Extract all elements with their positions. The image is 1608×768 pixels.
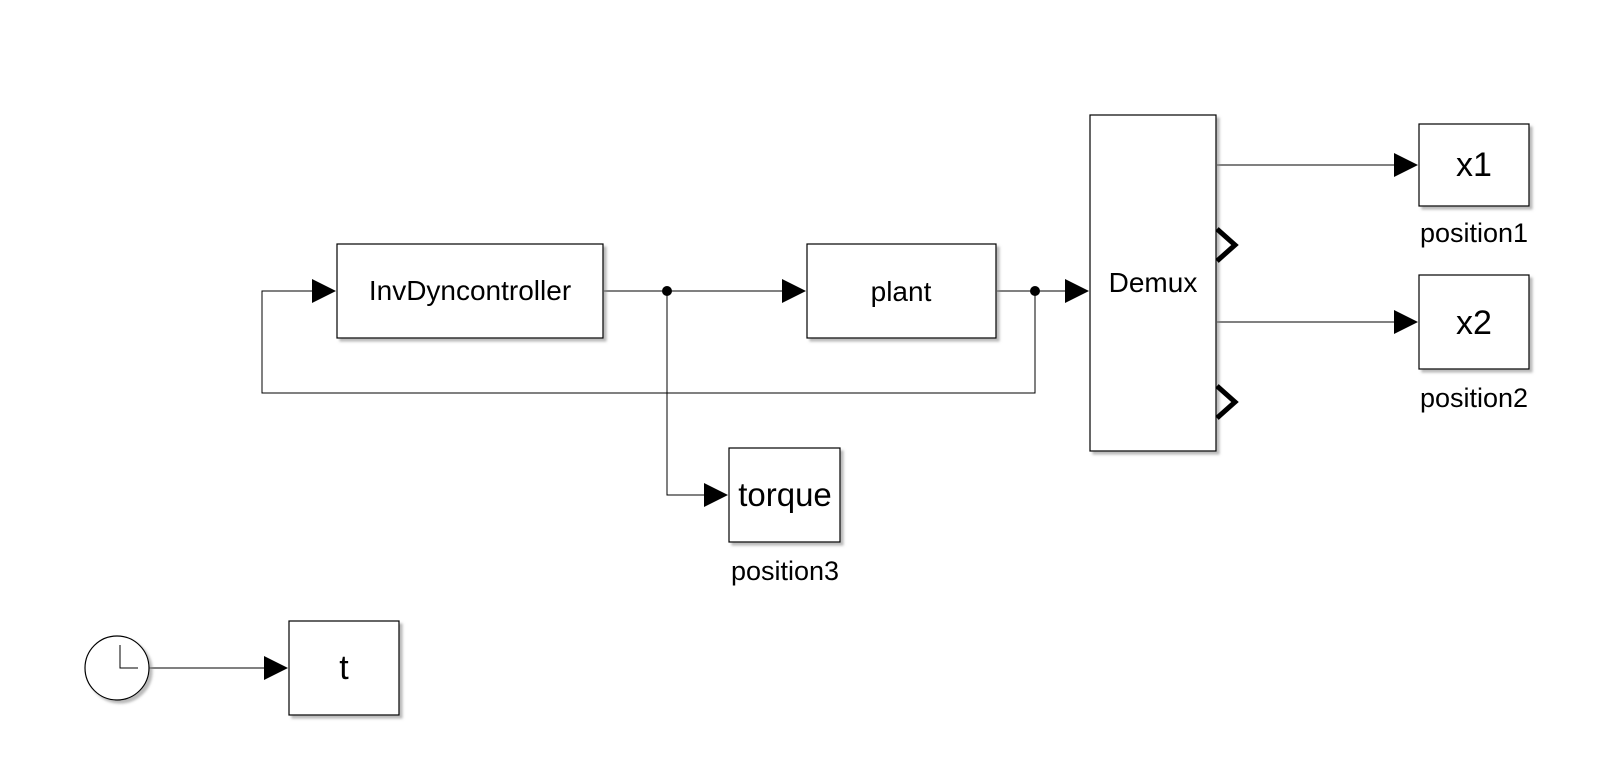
signal-branch-to-torque[interactable]: [666, 291, 706, 496]
x1-scope-block[interactable]: x1: [1418, 123, 1530, 207]
arrowhead: [1394, 153, 1418, 177]
demux-block-label: Demux: [1109, 267, 1198, 298]
arrowhead: [264, 656, 288, 680]
torque-block-label: torque: [738, 476, 832, 513]
arrowhead: [312, 279, 336, 303]
clock-icon: [119, 645, 138, 669]
x1-block-label: x1: [1456, 146, 1492, 184]
plant-block[interactable]: plant: [806, 243, 997, 339]
x2-block-caption: position2: [1420, 383, 1528, 413]
controller-block-label: InvDyncontroller: [369, 275, 571, 306]
torque-block-caption: position3: [731, 556, 839, 586]
arrowhead: [1065, 279, 1089, 303]
x1-block-caption: position1: [1420, 218, 1528, 248]
x2-scope-block[interactable]: x2: [1418, 274, 1530, 370]
torque-block[interactable]: torque: [728, 447, 841, 543]
t-block-label: t: [339, 649, 349, 687]
demux-block[interactable]: Demux: [1089, 114, 1239, 452]
controller-block[interactable]: InvDyncontroller: [336, 243, 604, 339]
clock-block[interactable]: [84, 635, 150, 701]
signal-feedback-loop[interactable]: [261, 290, 1036, 394]
branch-point: [1030, 286, 1040, 296]
arrowhead: [704, 483, 728, 507]
arrowhead: [782, 279, 806, 303]
x2-block-label: x2: [1456, 304, 1492, 342]
plant-block-label: plant: [871, 276, 932, 307]
branch-point: [662, 286, 672, 296]
t-block[interactable]: t: [288, 620, 400, 716]
unconnected-port-icon: [1215, 384, 1239, 420]
unconnected-port-icon: [1215, 227, 1239, 263]
arrowhead: [1394, 310, 1418, 334]
